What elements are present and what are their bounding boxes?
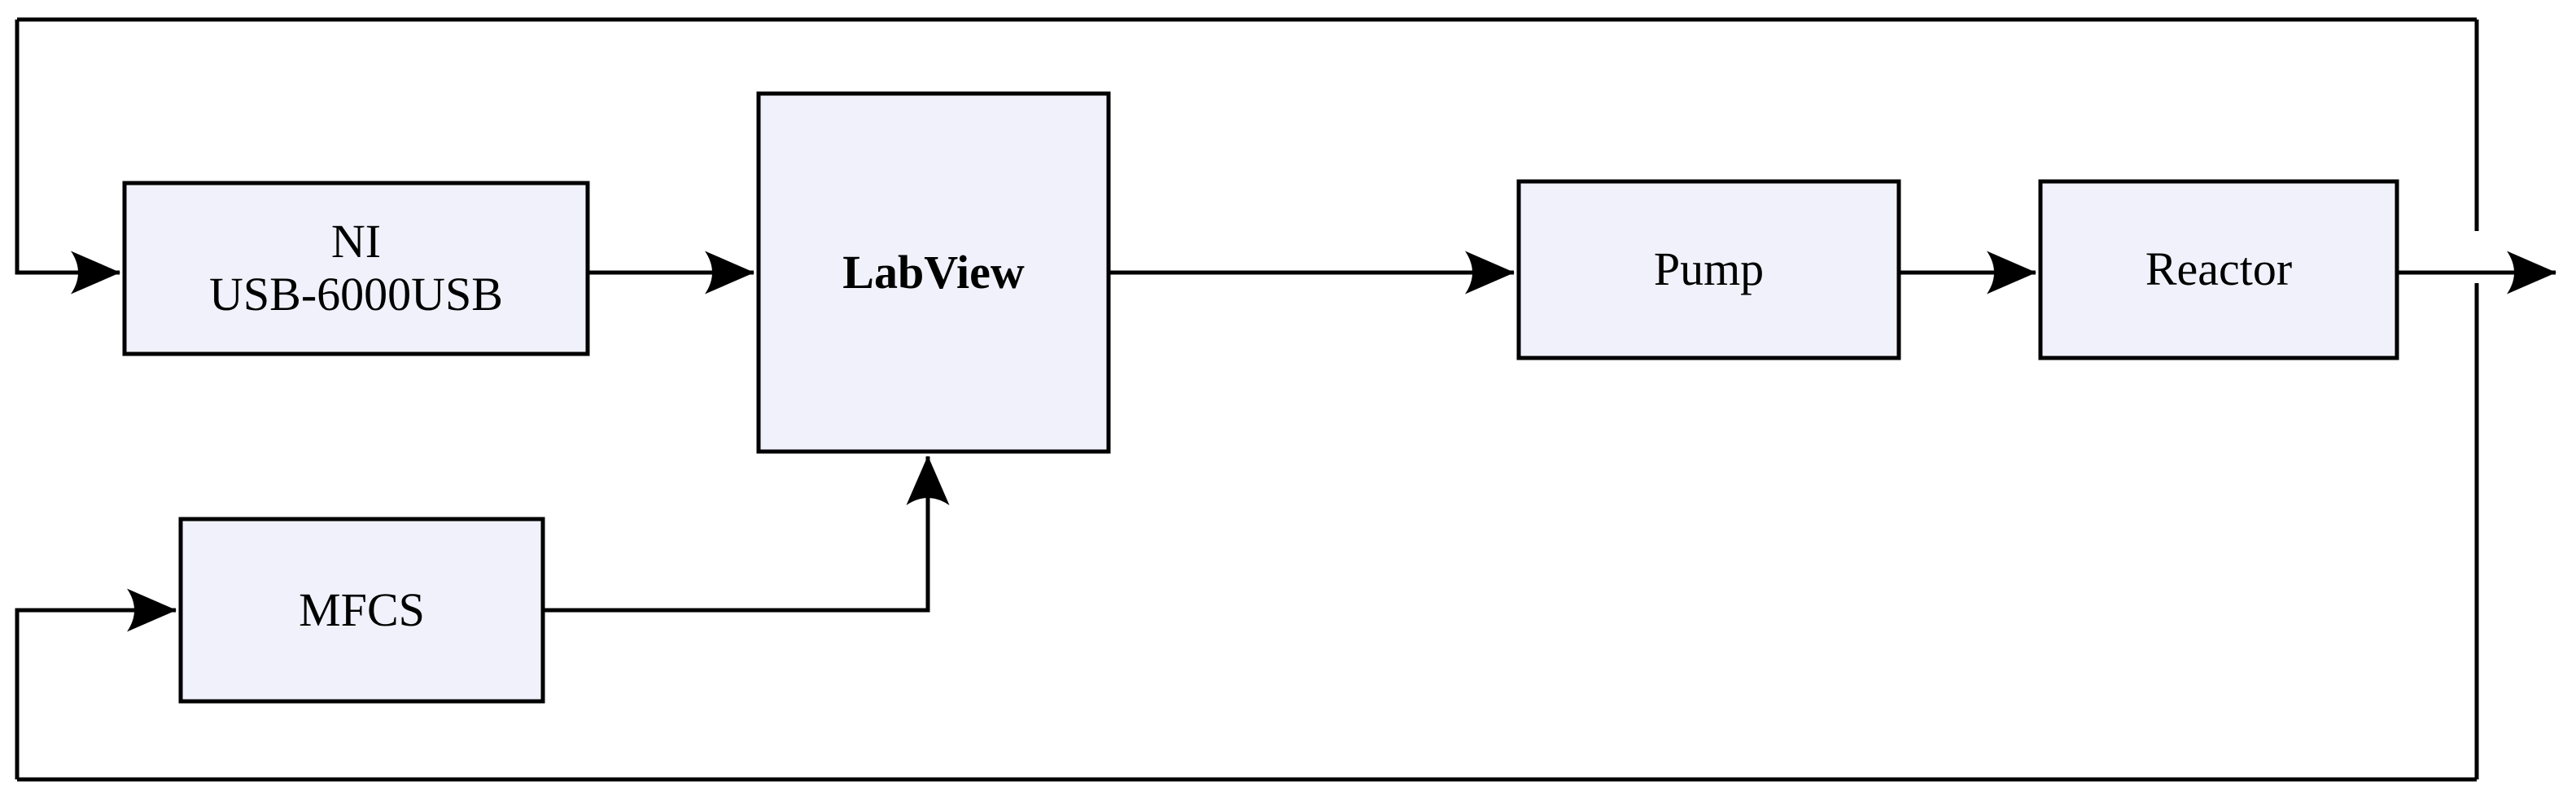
node-ni-usb-6000usb[interactable] — [122, 181, 590, 356]
node-pump[interactable] — [1516, 179, 1901, 360]
edge-feedback-to-mfcs — [15, 588, 177, 779]
edge-mfcs-to-labview — [543, 455, 950, 613]
node-labview[interactable] — [756, 91, 1111, 454]
edge-feedback-to-ni — [15, 20, 121, 295]
node-mfcs[interactable] — [178, 517, 545, 704]
node-reactor[interactable] — [2038, 179, 2399, 360]
